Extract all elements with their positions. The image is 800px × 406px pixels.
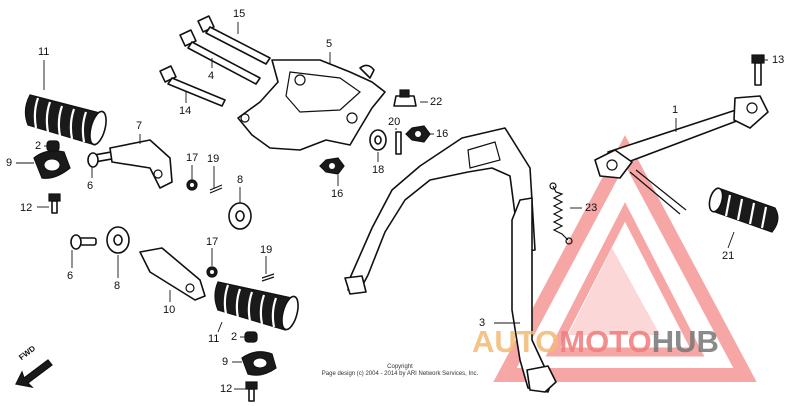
callout-4: 4 <box>208 70 215 82</box>
callout-17-top: 17 <box>186 152 199 164</box>
pin-6-bottom <box>70 234 97 250</box>
logo-hub-text: HUB <box>651 324 719 359</box>
callout-19-top: 19 <box>207 153 220 165</box>
callout-8-bottom: 8 <box>114 280 121 292</box>
logo-auto-text: AUTO <box>472 324 560 359</box>
callout-12-top: 12 <box>20 202 33 214</box>
callout-16-left: 16 <box>331 188 344 200</box>
collar-2-bottom <box>244 331 258 343</box>
washer-17-bottom <box>206 266 218 278</box>
callout-16-right: 16 <box>436 128 449 140</box>
bolt-15 <box>197 15 271 65</box>
callout-23: 23 <box>585 202 598 214</box>
collar-2-top <box>46 140 60 152</box>
footpeg-arm-10 <box>139 247 206 301</box>
callout-18: 18 <box>372 164 385 176</box>
side-stand-1 <box>594 95 769 215</box>
callout-11-top: 11 <box>38 46 50 58</box>
callout-6-bottom: 6 <box>67 270 74 282</box>
copyright-line-1: Copyright <box>387 364 413 370</box>
cotter-pin-19-top <box>209 184 223 194</box>
callout-3: 3 <box>479 317 486 329</box>
callout-9-top: 9 <box>6 157 13 169</box>
callout-9-bottom: 9 <box>222 356 229 368</box>
watermark-triangle-icon <box>493 135 757 382</box>
washer-8-bottom <box>106 226 130 254</box>
footpeg-rubber-left-front <box>24 94 107 146</box>
pin-20 <box>395 131 402 155</box>
bracket-9-bottom <box>241 351 277 376</box>
bolt-14 <box>159 65 226 107</box>
logo-moto-text: MOTO <box>559 324 652 359</box>
cotter-pin-19-bottom <box>261 273 275 282</box>
step-bracket-5 <box>237 59 386 151</box>
callout-21: 21 <box>722 250 735 262</box>
callout-14: 14 <box>179 105 192 117</box>
callout-13: 13 <box>772 54 785 66</box>
fwd-arrow-icon <box>15 359 53 388</box>
automotohub-watermark-logo: AUTOMOTOHUB <box>472 325 719 359</box>
cap-nut-22 <box>393 89 417 107</box>
bolt-12-bottom <box>245 381 258 402</box>
callout-7: 7 <box>136 120 143 132</box>
callout-10: 10 <box>163 304 176 316</box>
bolt-13 <box>751 54 765 86</box>
footpeg-rubber-left-rear <box>214 281 299 331</box>
bracket-9-top <box>33 150 71 179</box>
washer-17-top <box>186 179 198 191</box>
main-stand-3 <box>344 127 557 393</box>
callout-12-bottom: 12 <box>220 383 233 395</box>
callout-5: 5 <box>326 38 333 50</box>
callout-19-bottom: 19 <box>260 244 273 256</box>
copyright-line-2: Page design (c) 2004 - 2014 by ARI Netwo… <box>321 371 479 377</box>
nut-16-right <box>405 125 431 143</box>
callout-11-bottom: 11 <box>208 333 220 345</box>
footpeg-arm-7 <box>109 139 173 189</box>
callout-17-bottom: 17 <box>206 236 219 248</box>
side-stand-rubber-21 <box>708 187 779 233</box>
callout-15: 15 <box>233 8 246 20</box>
callout-6-top: 6 <box>87 180 94 192</box>
spring-23 <box>549 182 573 245</box>
washer-18 <box>369 129 387 151</box>
callout-20: 20 <box>388 116 401 128</box>
bolt-4 <box>179 29 261 85</box>
callout-1: 1 <box>672 104 679 116</box>
nut-16-left <box>319 157 345 175</box>
callout-8-top: 8 <box>237 174 244 186</box>
callout-22: 22 <box>430 96 443 108</box>
callout-2-top: 2 <box>35 140 42 152</box>
washer-8-top <box>228 202 252 230</box>
bolt-12-top <box>48 193 61 214</box>
callout-2-bottom: 2 <box>231 331 238 343</box>
leader-lines <box>16 22 768 390</box>
